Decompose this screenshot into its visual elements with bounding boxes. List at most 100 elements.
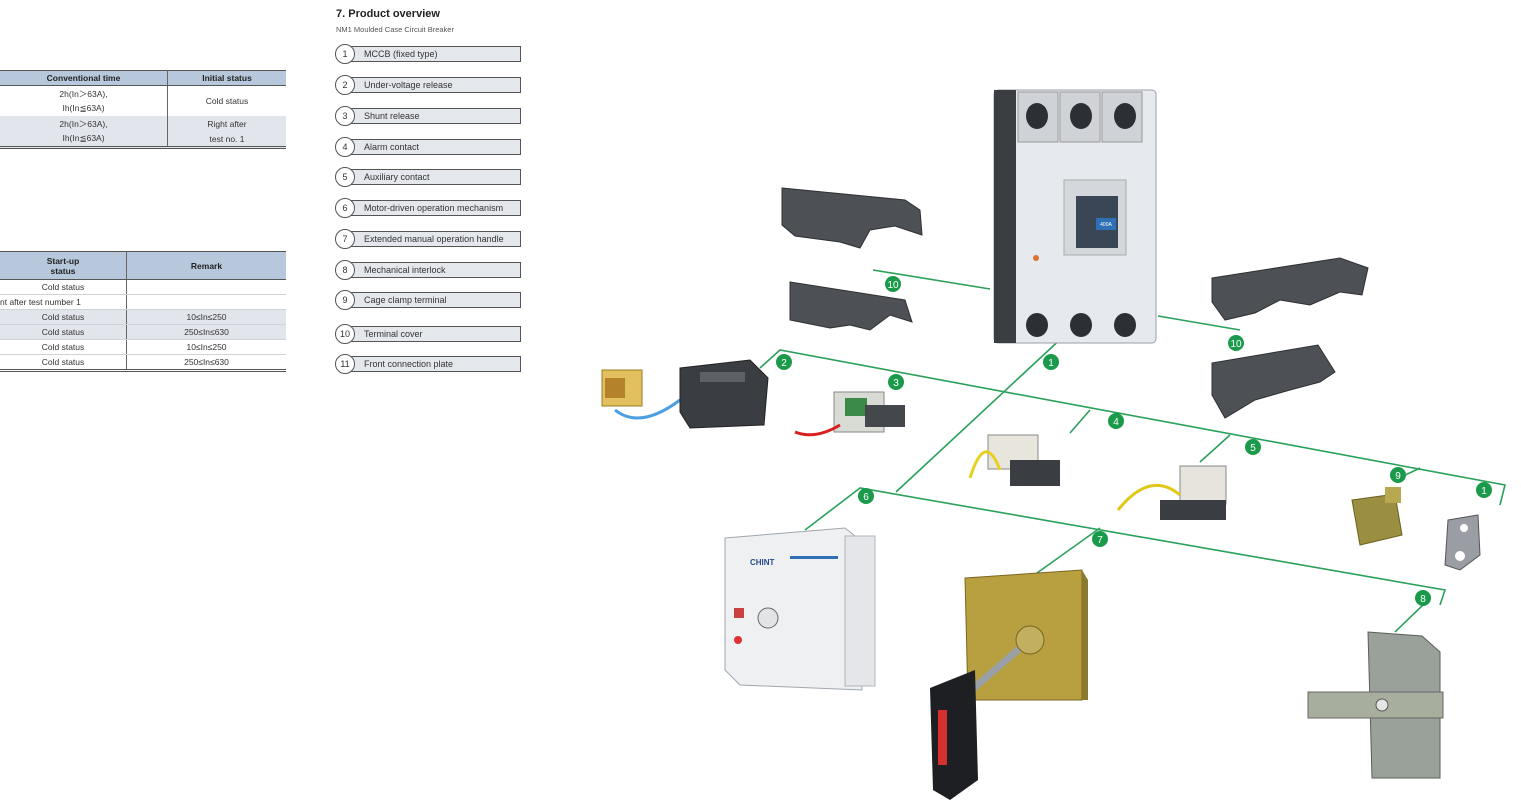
auxiliary-contact	[1116, 465, 1227, 520]
marker: 8	[1415, 590, 1431, 606]
marker: 5	[1245, 439, 1261, 455]
legend-label: Extended manual operation handle	[345, 231, 521, 247]
table-cell: Cold status	[0, 339, 127, 355]
marker: 1	[1043, 354, 1059, 370]
table-row: Ih(In≦63A) test no. 1	[0, 131, 286, 148]
legend-label: Shunt release	[345, 108, 521, 124]
legend-number: 8	[335, 260, 355, 280]
marker-label: 8	[1420, 594, 1426, 605]
legend-label: Auxiliary contact	[345, 169, 521, 185]
marker: 10	[885, 276, 901, 292]
marker-label: 9	[1395, 471, 1401, 482]
table-cell: Right after	[167, 116, 286, 131]
marker-label: 1	[1481, 486, 1487, 497]
marker-label: 5	[1250, 443, 1256, 454]
legend-label: Mechanical interlock	[345, 262, 521, 278]
terminal-cover-right	[1211, 257, 1369, 419]
table-row: 2h(In＞63A), Right after	[0, 116, 286, 131]
table-cell: 2h(In＞63A),	[0, 85, 169, 101]
mechanical-interlock	[1307, 631, 1444, 779]
table-cell	[126, 294, 286, 310]
legend-label: Terminal cover	[345, 326, 521, 342]
motor-brand-label: CHINT	[750, 558, 775, 567]
marker-label: 2	[781, 358, 787, 369]
marker-label: 10	[887, 280, 899, 291]
legend-number: 9	[335, 290, 355, 310]
table-cell: Cold status	[0, 309, 127, 325]
table-cell: nt after test number 1	[0, 294, 127, 310]
legend-label: Cage clamp terminal	[345, 292, 521, 308]
table-cell: 250≤In≤630	[126, 324, 286, 340]
legend-label: MCCB (fixed type)	[345, 46, 521, 62]
connector-line	[1029, 527, 1101, 579]
table-cell: Cold status	[205, 96, 249, 106]
table-row: Cold status 10≤In≤250	[0, 339, 286, 355]
table-row: Cold status 250≤In≤630	[0, 354, 286, 371]
mccb-breaker: 400A	[993, 89, 1157, 344]
marker-label: 4	[1113, 417, 1119, 428]
marker: 9	[1390, 467, 1406, 483]
legend-number: 10	[335, 324, 355, 344]
table-row: Cold status	[0, 279, 286, 295]
legend-label: Alarm contact	[345, 139, 521, 155]
legend-number: 5	[335, 167, 355, 187]
front-connection-plate	[1444, 514, 1481, 571]
table-row: Cold status 10≤In≤250	[0, 309, 286, 325]
marker: 4	[1108, 413, 1124, 429]
conventional-time-table: Conventional time Initial status 2h(In＞6…	[0, 70, 286, 149]
connector-line	[759, 349, 1506, 506]
header-startup-status: Start-up status	[0, 251, 127, 280]
marker-label: 6	[863, 492, 869, 503]
table-cell: Ih(In≦63A)	[0, 131, 169, 148]
cage-clamp-terminal	[1351, 487, 1403, 546]
legend-number: 4	[335, 137, 355, 157]
header-remark: Remark	[126, 251, 286, 280]
table-row: 2h(In＞63A), Cold status	[0, 85, 286, 106]
connector-line	[872, 269, 991, 290]
table-cell: 10≤In≤250	[126, 339, 286, 355]
legend-number: 7	[335, 229, 355, 249]
connector-line	[1069, 409, 1091, 434]
marker: 7	[1092, 531, 1108, 547]
marker-label: 1	[1048, 358, 1054, 369]
connector-lines	[759, 269, 1506, 633]
header-conventional-time: Conventional time	[0, 70, 169, 86]
table-cell: 2h(In＞63A),	[0, 116, 169, 131]
product-exploded-diagram: 400A	[601, 89, 1506, 800]
terminal-cover-left	[781, 187, 923, 331]
marker: 2	[776, 354, 792, 370]
connector-line	[1157, 315, 1241, 331]
connector-line	[804, 487, 1447, 606]
legend-label: Motor-driven operation mechanism	[345, 200, 521, 216]
table-row: Cold status 250≤In≤630	[0, 324, 286, 340]
connector-line	[1199, 434, 1231, 463]
marker: 10	[1228, 335, 1244, 351]
table-cell: Cold status	[0, 354, 127, 371]
legend-number: 2	[335, 75, 355, 95]
legend-number: 3	[335, 106, 355, 126]
header-initial-status: Initial status	[167, 70, 286, 86]
section-subtitle: NM1 Moulded Case Circuit Breaker	[336, 25, 454, 34]
extended-handle	[930, 569, 1088, 800]
diagram-markers: 10 10 1 2 3 4 5 9 1 6 7 8	[776, 276, 1492, 606]
marker: 6	[858, 488, 874, 504]
legend-number: 11	[335, 354, 355, 374]
motor-operation-mechanism: CHINT	[724, 527, 876, 691]
alarm-contact	[968, 434, 1060, 486]
marker: 3	[888, 374, 904, 390]
table-cell: 250≤In≤630	[126, 354, 286, 371]
shunt-release	[794, 391, 905, 437]
connector-line	[895, 334, 1066, 493]
table-cell: Cold status	[0, 279, 127, 295]
legend-label: Front connection plate	[345, 356, 521, 372]
legend-number: 1	[335, 44, 355, 64]
